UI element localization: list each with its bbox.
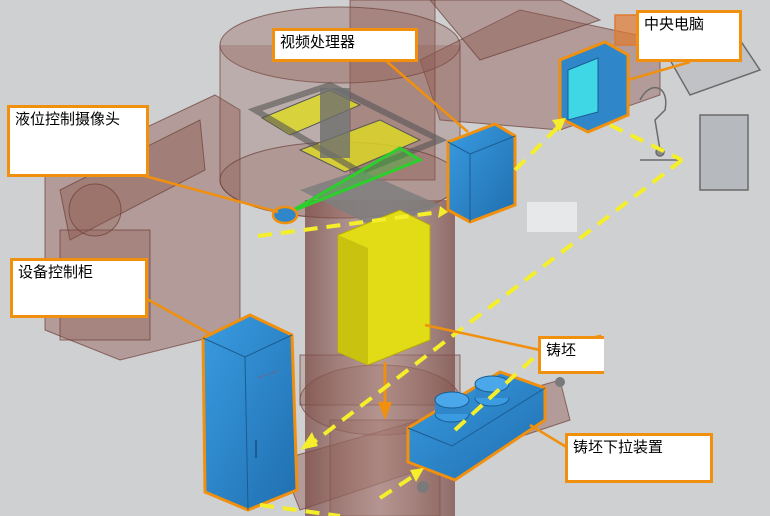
billet-text: 铸坯 — [546, 341, 577, 359]
control-cabinet-device — [201, 313, 299, 512]
billet-pulldown-label: 铸坯下拉装置 — [565, 433, 713, 483]
control-cabinet-text: 设备控制柜 — [18, 263, 94, 281]
video-processor-device — [446, 122, 517, 224]
billet-pulldown-text: 铸坯下拉装置 — [573, 438, 664, 456]
level-camera-text: 液位控制摄像头 — [15, 110, 121, 128]
callout-leaders — [144, 59, 691, 450]
camera-beam — [289, 146, 424, 214]
billet-shape — [337, 209, 431, 366]
central-pc-text: 中央电脑 — [644, 15, 705, 33]
white-patch — [527, 202, 577, 232]
central-pc-device — [558, 40, 630, 134]
billet-label: 铸坯 — [538, 336, 604, 374]
billet-pulldown-device — [406, 370, 547, 482]
wheel — [555, 377, 565, 387]
central-pc-label: 中央电脑 — [636, 10, 742, 62]
signal-lines — [257, 123, 684, 516]
wheel — [417, 481, 429, 493]
video-processor-label: 视频处理器 — [272, 28, 418, 62]
signal-arrowheads — [300, 118, 566, 482]
video-processor-text: 视频处理器 — [280, 33, 356, 51]
pull-down-arrow — [378, 362, 392, 420]
control-cabinet-label: 设备控制柜 — [10, 258, 148, 318]
level-camera-label: 液位控制摄像头 — [7, 105, 149, 177]
camera-device — [271, 205, 299, 225]
